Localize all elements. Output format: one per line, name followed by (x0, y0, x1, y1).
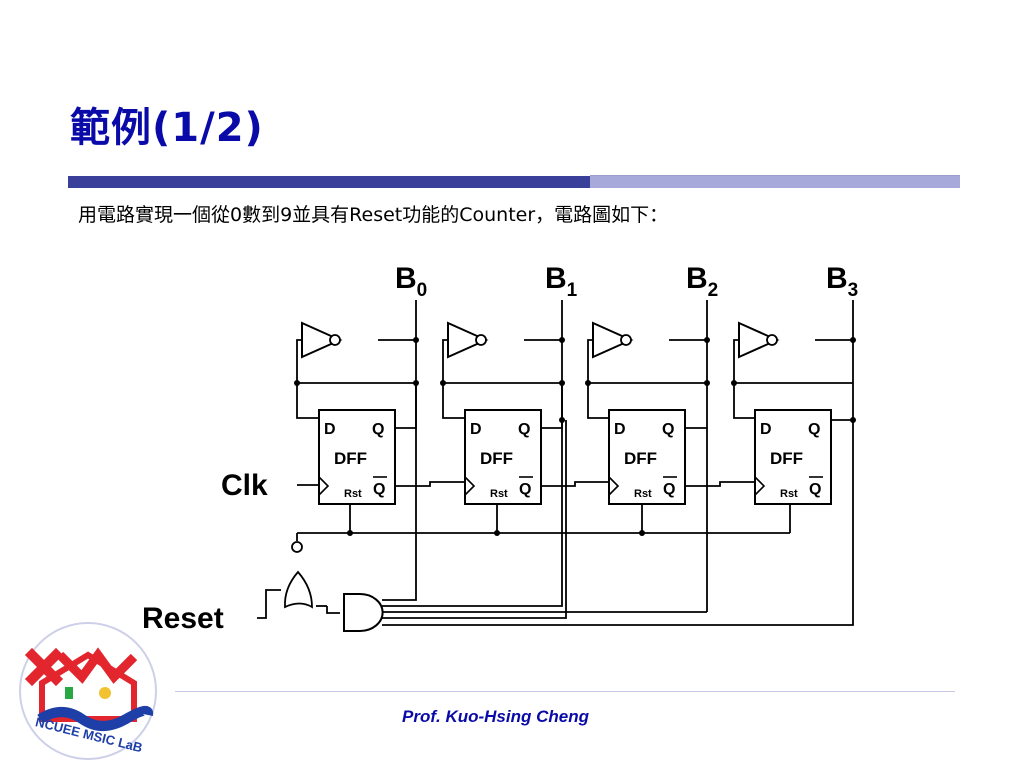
output-b1-label: B1 (545, 262, 578, 301)
svg-text:Q: Q (809, 481, 821, 498)
svg-text:Rst: Rst (634, 488, 652, 500)
dff-3: D Q DFF Rst Q (754, 409, 832, 505)
svg-text:DFF: DFF (770, 449, 803, 468)
svg-text:D: D (614, 421, 626, 438)
dff-0: D Q DFF Rst Q (318, 409, 396, 505)
inverters (301, 322, 778, 358)
junction-dots (294, 337, 856, 536)
title-underline-dark (68, 176, 590, 188)
svg-text:Rst: Rst (344, 488, 362, 500)
circuit-wires (257, 300, 854, 626)
dff-1: D Q DFF Rst Q (464, 409, 542, 505)
or-gate (284, 541, 313, 609)
title-underline-light (590, 176, 960, 188)
svg-text:DFF: DFF (480, 449, 513, 468)
svg-text:Q: Q (663, 481, 675, 498)
slide-title: 範例(1/2) (70, 105, 264, 151)
svg-text:Rst: Rst (780, 488, 798, 500)
svg-text:D: D (760, 421, 772, 438)
svg-text:D: D (324, 421, 336, 438)
svg-text:Q: Q (808, 421, 820, 438)
output-b2-label: B2 (686, 262, 718, 301)
title-underline-rule (590, 175, 960, 176)
svg-text:Q: Q (372, 421, 384, 438)
svg-text:D: D (470, 421, 482, 438)
footer-rule (175, 691, 955, 692)
footer-author: Prof. Kuo-Hsing Cheng (402, 707, 589, 726)
svg-text:Rst: Rst (490, 488, 508, 500)
output-labels: B0 B1 B2 B3 (395, 262, 858, 301)
svg-text:DFF: DFF (334, 449, 367, 468)
output-b0-label: B0 (395, 262, 427, 301)
dff-2: D Q DFF Rst Q (608, 409, 686, 505)
clk-label: Clk (221, 469, 268, 502)
output-b3-label: B3 (826, 262, 858, 301)
svg-text:Q: Q (518, 421, 530, 438)
svg-text:Q: Q (373, 481, 385, 498)
svg-text:DFF: DFF (624, 449, 657, 468)
svg-text:Q: Q (662, 421, 674, 438)
svg-text:Q: Q (519, 481, 531, 498)
reset-label: Reset (142, 602, 224, 635)
and-gate (343, 593, 384, 632)
slide-subtitle: 用電路實現一個從0數到9並具有Reset功能的Counter，電路圖如下： (78, 204, 669, 226)
lab-logo: NCUEE MSIC LaB (19, 622, 157, 760)
